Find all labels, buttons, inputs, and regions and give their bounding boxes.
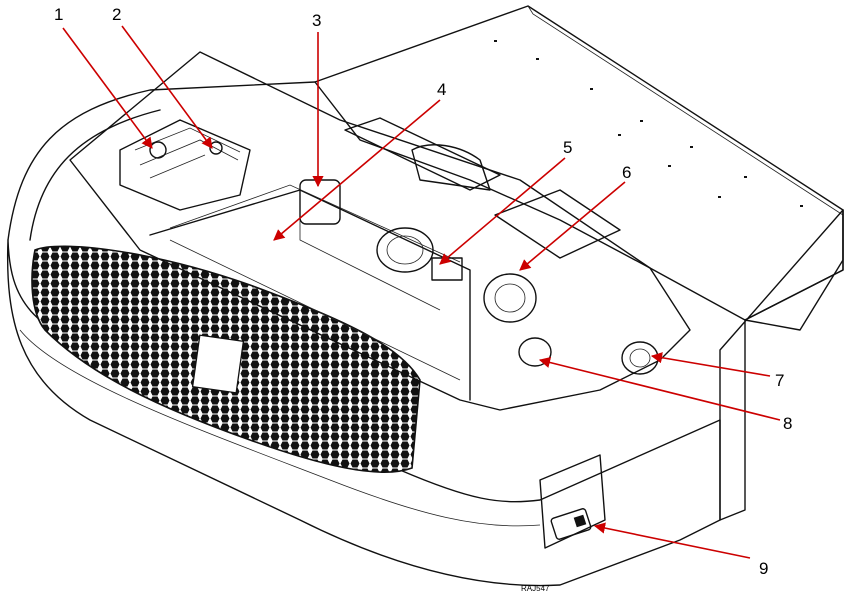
leader-5: [439, 157, 566, 265]
control-box-door: [539, 454, 606, 549]
callout-5: 5: [563, 138, 572, 157]
leader-4: [273, 99, 441, 241]
leader-6: [519, 181, 626, 271]
front-grille: [31, 245, 421, 473]
callout-4: 4: [437, 80, 446, 99]
leader-9: [593, 522, 751, 559]
right-side-panel: [719, 209, 844, 521]
callout-7: 7: [775, 371, 784, 390]
leader-8: [538, 357, 781, 421]
callout-2: 2: [112, 5, 121, 24]
leader-1: [62, 27, 153, 149]
leader-7: [650, 352, 771, 377]
leader-2: [121, 25, 213, 149]
callout-3: 3: [312, 11, 321, 30]
callout-9: 9: [759, 559, 768, 578]
callout-8: 8: [783, 414, 792, 433]
callout-1: 1: [54, 5, 63, 24]
callout-labels: 1 2 3 4 5 6 7 8 9 RAJ547: [54, 5, 792, 593]
leader-lines: [62, 25, 781, 559]
top-panel: [314, 5, 844, 321]
figure-id: RAJ547: [521, 584, 550, 593]
callout-6: 6: [622, 163, 631, 182]
